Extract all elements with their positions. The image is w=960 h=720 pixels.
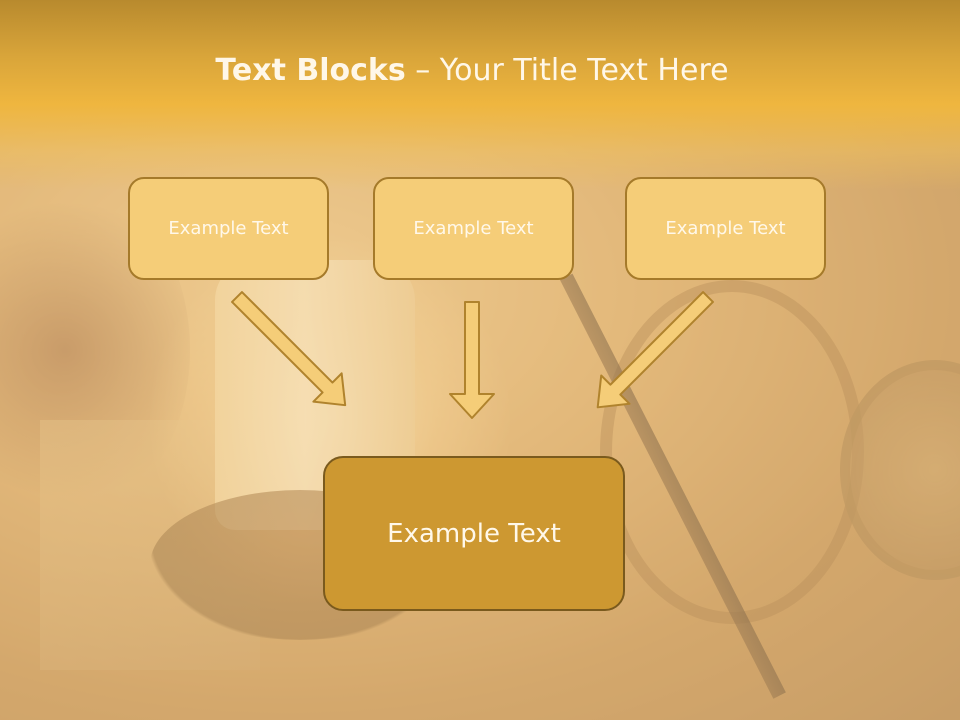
- right-down-arrow-icon: [596, 291, 714, 409]
- text-box-left[interactable]: Example Text: [128, 177, 329, 280]
- text-box-right-label: Example Text: [665, 218, 786, 239]
- text-box-main[interactable]: Example Text: [323, 456, 625, 611]
- text-box-left-label: Example Text: [168, 218, 289, 239]
- middle-down-arrow-icon: [449, 301, 495, 419]
- slide-title[interactable]: Text Blocks – Your Title Text Here: [0, 53, 944, 88]
- left-down-arrow-icon: [231, 291, 347, 407]
- text-box-main-label: Example Text: [387, 518, 561, 549]
- title-band: [0, 0, 960, 190]
- title-bold-text: Text Blocks: [215, 53, 406, 88]
- text-box-middle-label: Example Text: [413, 218, 534, 239]
- title-rest-text: – Your Title Text Here: [405, 53, 729, 88]
- text-box-right[interactable]: Example Text: [625, 177, 826, 280]
- text-box-middle[interactable]: Example Text: [373, 177, 574, 280]
